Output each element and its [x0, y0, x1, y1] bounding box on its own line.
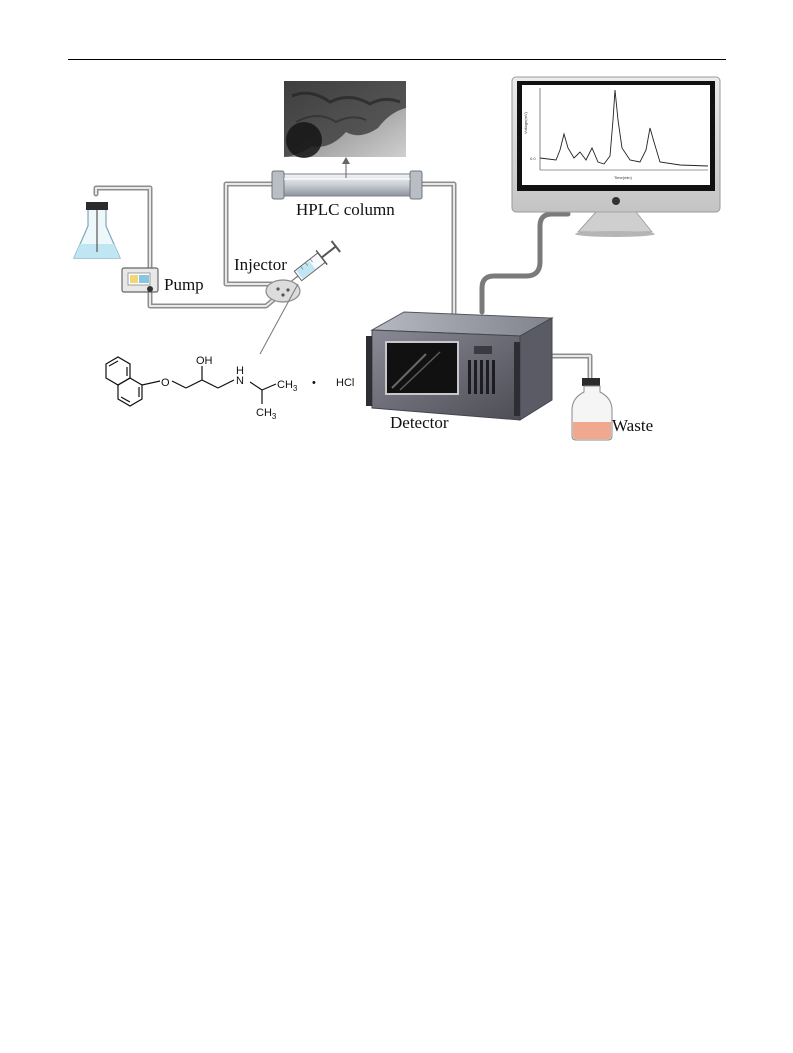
injector-label: Injector: [234, 255, 287, 274]
waste-label: Waste: [612, 416, 653, 435]
page-header-rule: [68, 59, 726, 60]
column-label: HPLC column: [296, 200, 395, 219]
chem-o-atom: O: [161, 377, 170, 389]
chromatogram-baseline-label: 0.0: [530, 156, 536, 161]
pump: [121, 267, 159, 293]
chromatogram: Voltage(mV) Time(min) 0.0: [523, 88, 709, 180]
brand-logo-icon: [612, 197, 620, 205]
detector-label: Detector: [390, 413, 449, 432]
detector: [366, 311, 554, 421]
chem-oh-group: OH: [196, 355, 213, 367]
chem-ch3-top: CH3: [277, 379, 298, 393]
chem-h-atom: H: [236, 365, 244, 377]
tem-micrograph: [284, 81, 406, 158]
injector-valve: [265, 279, 301, 303]
solvent-flask: [73, 202, 121, 259]
chemical-structure: [105, 356, 277, 407]
waste-bottle: [571, 378, 613, 441]
chem-salt-label: HCl: [336, 377, 354, 389]
chem-n-atom: N: [236, 375, 244, 387]
chem-ch3-bottom: CH3: [256, 407, 277, 421]
tubing-inner: [95, 183, 591, 381]
chromatogram-ylabel: Voltage(mV): [523, 111, 528, 134]
hplc-column: [271, 170, 423, 200]
hplc-setup-diagram: Pump Injector HPLC column: [73, 76, 721, 441]
syringe: [291, 240, 341, 282]
chem-dot: •: [312, 377, 316, 389]
pump-label: Pump: [164, 275, 204, 294]
injector-pointer: [259, 283, 299, 355]
data-cable: [479, 211, 571, 315]
chromatogram-xlabel: Time(min): [614, 175, 633, 180]
